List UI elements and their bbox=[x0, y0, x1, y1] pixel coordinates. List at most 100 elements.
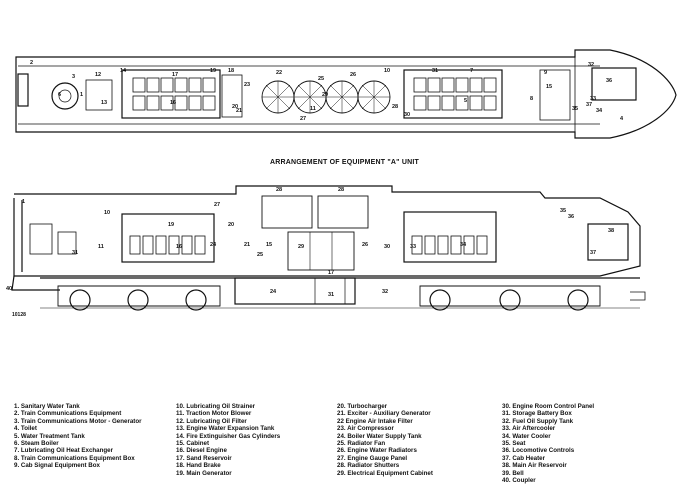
callout-number: 17 bbox=[328, 270, 334, 276]
callout-number: 20 bbox=[232, 104, 238, 110]
callout-number: 37 bbox=[590, 250, 596, 256]
callout-number: 35 bbox=[560, 208, 566, 214]
legend-item: 24. Boiler Water Supply Tank bbox=[337, 432, 422, 440]
callout-number: 19 bbox=[210, 68, 216, 74]
callout-number: 19 bbox=[168, 222, 174, 228]
callout-number: 12 bbox=[95, 72, 101, 78]
figure-id: 10128 bbox=[12, 312, 26, 318]
legend-item: 16. Diesel Engine bbox=[176, 447, 227, 455]
callout-number: 21 bbox=[236, 108, 242, 114]
callout-number: 17 bbox=[172, 72, 178, 78]
legend-item: 33. Air Aftercooler bbox=[502, 425, 556, 433]
callout-number: 29 bbox=[322, 92, 328, 98]
legend-item: 26. Engine Water Radiators bbox=[337, 447, 417, 455]
legend-item: 13. Engine Water Expansion Tank bbox=[176, 425, 275, 433]
legend-item: 30. Engine Room Control Panel bbox=[502, 403, 595, 410]
legend-item: 12. Lubricating Oil Filter bbox=[176, 417, 247, 425]
callout-number: 36 bbox=[568, 214, 574, 220]
legend-item: 29. Electrical Equipment Cabinet bbox=[337, 469, 433, 477]
legend-item: 38. Main Air Reservoir bbox=[502, 462, 567, 470]
callout-number: 35 bbox=[572, 106, 578, 112]
callout-number: 25 bbox=[257, 252, 263, 258]
legend-item: 32. Fuel Oil Supply Tank bbox=[502, 417, 574, 425]
callout-number: 40 bbox=[6, 286, 12, 292]
callout-number: 14 bbox=[120, 68, 127, 74]
callout-number: 34 bbox=[460, 242, 467, 248]
legend-item: 1. Sanitary Water Tank bbox=[14, 403, 80, 410]
callout-number: 13 bbox=[101, 100, 107, 106]
legend-item: 23. Air Compressor bbox=[337, 425, 394, 433]
callout-number: 30 bbox=[404, 112, 410, 118]
plan-view bbox=[15, 49, 677, 139]
legend-item: 35. Seat bbox=[502, 440, 526, 448]
legend-item: 27. Engine Gauge Panel bbox=[337, 454, 408, 462]
callout-number: 15 bbox=[546, 84, 552, 90]
diagram-caption: ARRANGEMENT OF EQUIPMENT "A" UNIT bbox=[270, 159, 419, 166]
legend-item: 2. Train Communications Equipment bbox=[14, 410, 122, 418]
callout-number: 20 bbox=[228, 222, 234, 228]
legend-item: 25. Radiator Fan bbox=[337, 440, 386, 448]
legend-item: 18. Hand Brake bbox=[176, 462, 221, 470]
callout-number: 36 bbox=[606, 78, 612, 84]
callout-number: 5 bbox=[464, 98, 467, 104]
callout-number: 9 bbox=[544, 70, 547, 76]
callout-number: 2 bbox=[30, 60, 33, 66]
legend-item: 34. Water Cooler bbox=[502, 432, 551, 440]
legend-item: 7. Lubricating Oil Heat Exchanger bbox=[14, 447, 114, 455]
callout-number: 3 bbox=[72, 74, 75, 80]
callout-number: 10 bbox=[104, 210, 110, 216]
legend-item: 31. Storage Battery Box bbox=[502, 410, 572, 418]
legend-item: 6. Steam Boiler bbox=[14, 440, 59, 448]
legend-item: 3. Train Communications Motor - Generato… bbox=[14, 417, 142, 425]
callout-number: 11 bbox=[310, 106, 316, 112]
callout-number: 16 bbox=[170, 100, 176, 106]
legend-item: 40. Coupler bbox=[502, 477, 536, 485]
callout-number: 33 bbox=[410, 244, 416, 250]
legend-item: 36. Locomotive Controls bbox=[502, 447, 575, 455]
callout-number: 23 bbox=[244, 82, 250, 88]
callout-number: 32 bbox=[588, 62, 594, 68]
legend-item: 15. Cabinet bbox=[176, 440, 210, 448]
callout-number: 10 bbox=[384, 68, 390, 74]
callout-number: 27 bbox=[300, 116, 306, 122]
legend-item: 37. Cab Heater bbox=[502, 454, 545, 462]
legend-item: 4. Toilet bbox=[14, 425, 37, 433]
callout-number: 1 bbox=[80, 92, 83, 98]
legend-item: 20. Turbocharger bbox=[337, 403, 388, 410]
callout-number: 31 bbox=[72, 250, 78, 256]
callout-number: 32 bbox=[382, 289, 388, 295]
callout-number: 31 bbox=[328, 292, 334, 298]
callout-number: 18 bbox=[228, 68, 234, 74]
callout-number: 16 bbox=[176, 244, 182, 250]
callout-number: 25 bbox=[318, 76, 324, 82]
callout-number: 7 bbox=[470, 68, 473, 74]
callout-number: 6 bbox=[58, 92, 61, 98]
callout-number: 28 bbox=[392, 104, 398, 110]
callout-number: 29 bbox=[298, 244, 304, 250]
callout-number: 11 bbox=[98, 244, 104, 250]
callout-number: 24 bbox=[270, 289, 277, 295]
callout-number: 28 bbox=[276, 187, 282, 193]
callout-number: 24 bbox=[210, 242, 217, 248]
callout-number: 34 bbox=[596, 108, 603, 114]
callout-number: 21 bbox=[244, 242, 250, 248]
callout-number: 38 bbox=[608, 228, 614, 234]
legend-item: 21. Exciter - Auxiliary Generator bbox=[337, 410, 431, 418]
callout-number: 1 bbox=[22, 199, 25, 205]
legend-item: 17. Sand Reservoir bbox=[176, 454, 232, 462]
legend-item: 39. Bell bbox=[502, 469, 524, 477]
callout-number: 28 bbox=[338, 187, 344, 193]
legend-item: 10. Lubricating Oil Strainer bbox=[176, 403, 256, 410]
legend-item: 22 Engine Air Intake Filter bbox=[337, 417, 413, 425]
callout-number: 8 bbox=[530, 96, 533, 102]
callout-number: 33 bbox=[590, 96, 596, 102]
callout-number: 30 bbox=[384, 244, 390, 250]
callout-number: 15 bbox=[266, 242, 272, 248]
legend-item: 28. Radiator Shutters bbox=[337, 462, 400, 470]
callout-number: 37 bbox=[586, 102, 592, 108]
